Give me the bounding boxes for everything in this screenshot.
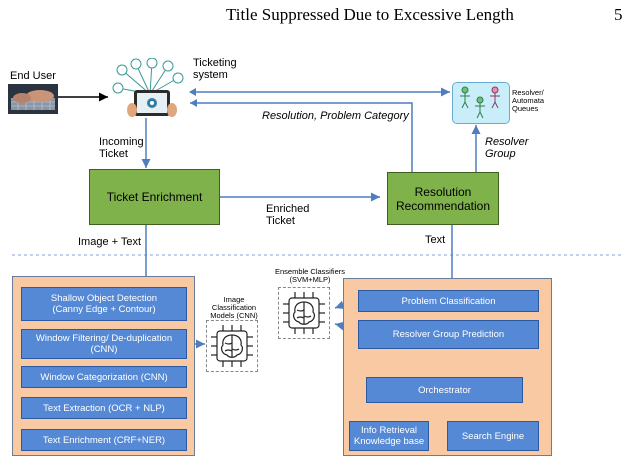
people-queue-icon <box>452 82 510 124</box>
page-title: Title Suppressed Due to Excessive Length <box>226 5 514 24</box>
resolver-group-prediction-box: Resolver Group Prediction <box>358 320 539 349</box>
left-panel: Shallow Object Detection(Canny Edge + Co… <box>12 276 195 456</box>
shallow-object-detection-box: Shallow Object Detection(Canny Edge + Co… <box>21 287 187 321</box>
search-engine-box: Search Engine <box>447 421 539 451</box>
text-extraction-box: Text Extraction (OCR + NLP) <box>21 397 187 419</box>
orchestrator-box: Orchestrator <box>366 377 523 403</box>
right-panel: Problem Classification Resolver Group Pr… <box>343 278 552 456</box>
resolution-problem-category-label: Resolution, Problem Category <box>262 110 409 122</box>
problem-classification-box: Problem Classification <box>358 290 539 312</box>
resolution-recommendation-box: Resolution Recommendation <box>387 172 499 225</box>
page-number: 5 <box>614 5 623 24</box>
tablet-network-icon <box>110 57 188 120</box>
window-categorization-box: Window Categorization (CNN) <box>21 366 187 388</box>
edge-resolution-to-ticketing <box>190 102 413 172</box>
text-label: Text <box>425 234 446 246</box>
image-text-label: Image + Text <box>78 236 142 248</box>
ticket-enrichment-box: Ticket Enrichment <box>89 169 220 225</box>
ensemble-label: Ensemble Classifiers(SVM+MLP) <box>274 267 346 284</box>
typing-hands-icon <box>8 84 58 114</box>
brain-chip-icon <box>206 320 258 372</box>
window-filtering-box: Window Filtering/ De-duplication(CNN) <box>21 329 187 359</box>
brain-chip-icon <box>278 287 330 339</box>
end-user-label: End User <box>10 70 56 82</box>
text-enrichment-box: Text Enrichment (CRF+NER) <box>21 429 187 451</box>
